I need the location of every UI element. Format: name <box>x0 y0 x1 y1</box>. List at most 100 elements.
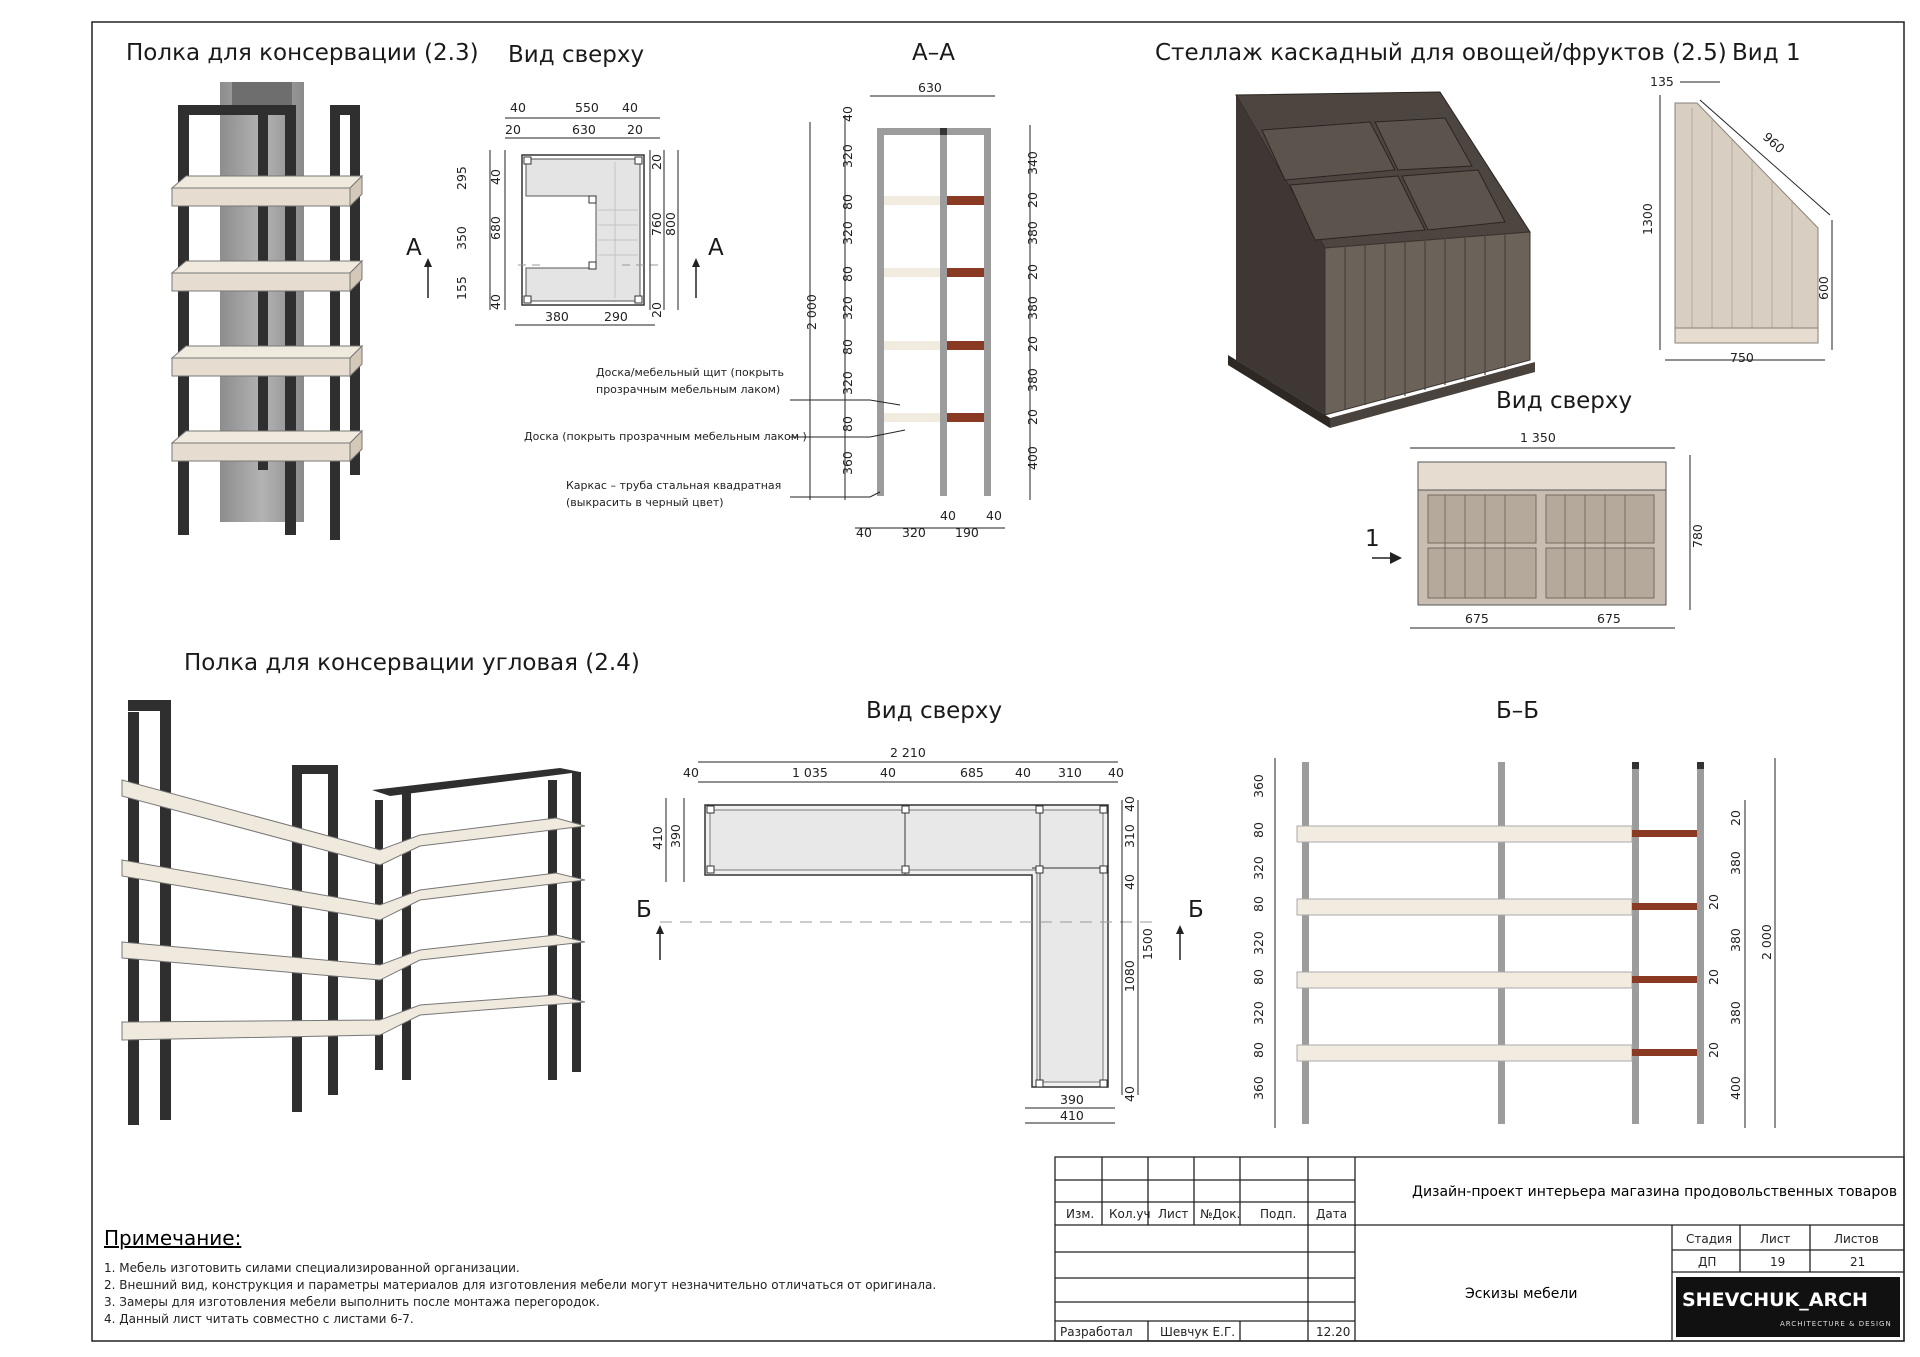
dimension-label: 20 <box>649 154 664 170</box>
dimension-label: 380 <box>1728 851 1743 875</box>
dimension-label: 2 000 <box>804 294 819 330</box>
dimension-label: 80 <box>840 194 855 210</box>
title-section-aa: А–А <box>912 40 955 66</box>
shelf-boards <box>170 174 364 463</box>
dimension-label: 20 <box>649 302 664 318</box>
section-marker-b-right: Б <box>1188 897 1204 923</box>
corner-shelf-boards <box>121 779 586 1041</box>
dimension-label: 675 <box>1597 611 1621 626</box>
dimension-label: 320 <box>840 371 855 395</box>
dimension-label: 80 <box>1251 822 1266 838</box>
dimension-label: 410 <box>650 826 665 850</box>
dimension-label: 40 <box>622 100 638 115</box>
dimension-label: 400 <box>1728 1076 1743 1100</box>
dimension-label: 380 <box>1025 221 1040 245</box>
logo-text: SHEVCHUK_ARCH <box>1682 1289 1868 1311</box>
dimension-label: 1 350 <box>1520 430 1556 445</box>
dimension-label: 550 <box>575 100 599 115</box>
rack-25-3d <box>1228 91 1535 428</box>
dimension-label: 20 <box>1706 969 1721 985</box>
dimension-label: 380 <box>1025 368 1040 392</box>
note-frame-2: (выкрасить в черный цвет) <box>566 496 724 509</box>
dimension-label: Подп. <box>1260 1207 1296 1221</box>
title-view-1: Вид 1 <box>1732 40 1801 66</box>
dimension-label: 80 <box>840 416 855 432</box>
dimension-label: 760 <box>649 212 664 236</box>
dimension-label: 320 <box>1251 1001 1266 1025</box>
dimension-label: 80 <box>840 266 855 282</box>
dimension-label: 685 <box>960 765 984 780</box>
dimension-label: 630 <box>572 122 596 137</box>
dimension-label: 20 <box>1706 1042 1721 1058</box>
title-section-bb: Б–Б <box>1496 698 1539 724</box>
dimension-label: 780 <box>1690 524 1705 548</box>
section-marker-a-left: А <box>406 235 422 261</box>
dimension-label: 20 <box>1025 336 1040 352</box>
dimension-label: 380 <box>1025 296 1040 320</box>
title-shelf-24: Полка для консервации угловая (2.4) <box>184 650 640 676</box>
dimension-label: Шевчук Е.Г. <box>1160 1325 1235 1339</box>
dimension-label: 295 <box>454 166 469 190</box>
top-view-2: 1 350 780 675 675 1 <box>1365 430 1705 629</box>
top-view-1: 40 550 40 20 630 20 295 40 350 680 155 4… <box>406 100 724 326</box>
dimension-label: 320 <box>1251 931 1266 955</box>
dimension-label: 40 <box>986 508 1002 523</box>
dimension-label: 80 <box>840 339 855 355</box>
title-rack-25: Стеллаж каскадный для овощей/фруктов (2.… <box>1155 40 1727 66</box>
dimension-label: 80 <box>1251 896 1266 912</box>
dimension-label: 350 <box>454 226 469 250</box>
dimension-label: 20 <box>1025 264 1040 280</box>
logo-box <box>1676 1277 1900 1337</box>
dimension-label: 40 <box>1122 796 1137 812</box>
dimension-label: Дата <box>1316 1207 1347 1221</box>
dimension-label: Разработал <box>1060 1325 1133 1339</box>
note-4: 4. Данный лист читать совместно с листам… <box>104 1312 414 1326</box>
dimension-label: 320 <box>840 221 855 245</box>
dimension-label: 960 <box>1760 129 1788 156</box>
view-titles: Полка для консервации (2.3) Вид сверху А… <box>126 40 1801 724</box>
logo-subtext: ARCHITECTURE & DESIGN <box>1780 1320 1892 1328</box>
dimension-label: 40 <box>683 765 699 780</box>
shelves-bb <box>1296 825 1697 1062</box>
sheet-border <box>91 21 1905 1342</box>
dimension-label: 80 <box>1251 969 1266 985</box>
notes-title: Примечание: <box>104 1226 241 1250</box>
dimension-label: 155 <box>454 276 469 300</box>
shelves-aa <box>884 196 984 422</box>
dimension-label: 320 <box>902 525 926 540</box>
note-frame-1: Каркас – труба стальная квадратная <box>566 479 781 492</box>
dimension-label: 40 <box>510 100 526 115</box>
dimension-label: 675 <box>1465 611 1489 626</box>
dimension-label: 20 <box>1025 192 1040 208</box>
dimension-label: 40 <box>488 294 503 310</box>
dimension-label: 1 035 <box>792 765 828 780</box>
shelf-24-3d <box>121 700 586 1125</box>
dimension-label: 400 <box>1025 446 1040 470</box>
dimension-label: 40 <box>1122 874 1137 890</box>
dimension-label: 20 <box>505 122 521 137</box>
dimension-label: 1500 <box>1140 928 1155 960</box>
dimension-label: 290 <box>604 309 628 324</box>
dimension-label: 21 <box>1850 1255 1865 1269</box>
note-board-2: прозрачным мебельным лаком) <box>596 383 780 396</box>
dimension-label: 20 <box>1706 894 1721 910</box>
top-view-3: 2 210 40 1 035 40 685 40 310 40 410 390 … <box>636 745 1204 1124</box>
dimension-label: 390 <box>1060 1092 1084 1107</box>
section-aa: 630 40 320 80 320 80 320 2 000 80 320 80… <box>524 80 1040 540</box>
dimension-label: Листов <box>1834 1232 1879 1246</box>
dimension-label: Кол.уч <box>1109 1207 1151 1221</box>
dimension-label: 340 <box>1025 151 1040 175</box>
section-marker-b-left: Б <box>636 897 652 923</box>
dimension-label: 320 <box>840 144 855 168</box>
dimension-label: 40 <box>1122 1086 1137 1102</box>
note-3: 3. Замеры для изготовления мебели выполн… <box>104 1295 600 1309</box>
note-2: 2. Внешний вид, конструкция и параметры … <box>104 1278 936 1292</box>
dimension-label: 80 <box>1251 1042 1266 1058</box>
dimension-label: 380 <box>1728 1001 1743 1025</box>
dimension-label: 40 <box>880 765 896 780</box>
project-title: Дизайн-проект интерьера магазина продово… <box>1412 1184 1897 1200</box>
dimension-label: 1080 <box>1122 960 1137 992</box>
section-bb: 360 80 320 80 320 80 320 80 360 20 380 2… <box>1251 758 1776 1128</box>
dimension-label: 20 <box>1728 810 1743 826</box>
